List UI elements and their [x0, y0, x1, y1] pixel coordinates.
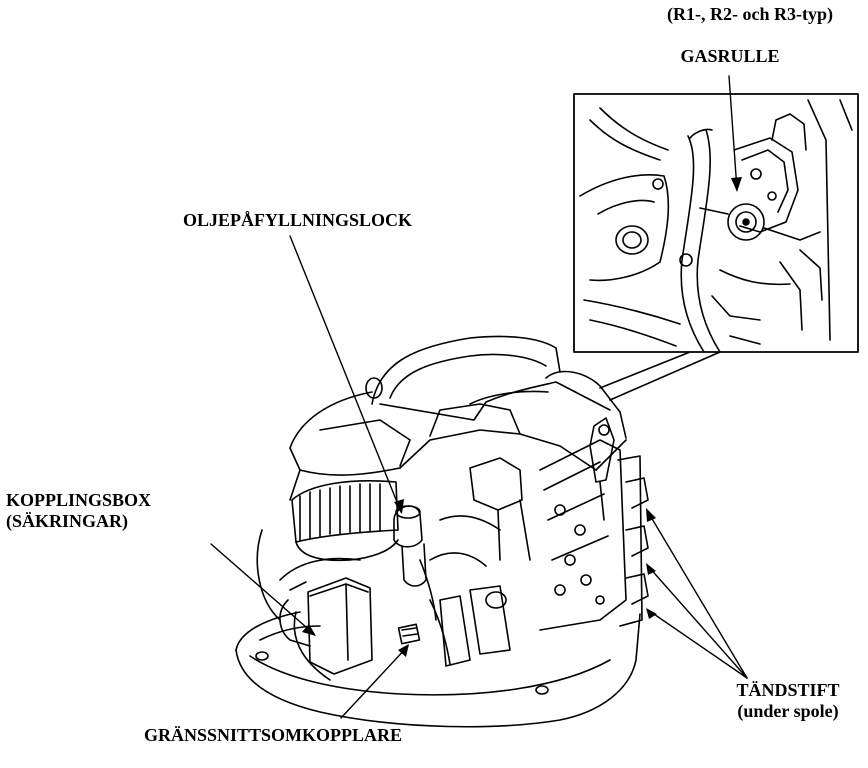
inset-connector-lines: [600, 352, 720, 400]
spark-plug-label-line1: TÄNDSTIFT: [718, 680, 858, 700]
junction-box-label-line2: (SÄKRINGAR): [6, 511, 128, 531]
engine-block: [420, 418, 648, 666]
leader-lines: [211, 76, 747, 718]
interface-switch-label: GRÄNSSNITTSOMKOPPLARE: [144, 725, 402, 745]
leader-interface-switch: [341, 646, 408, 718]
flywheel-assembly: [257, 481, 398, 620]
gasrulle-label: GASRULLE: [636, 46, 824, 66]
arrowheads: [302, 177, 742, 657]
oil-filler-cap: [394, 506, 426, 586]
interface-switch: [399, 624, 420, 643]
spark-plug-label-line2: (under spole): [718, 701, 858, 721]
oil-filler-cap-label: OLJEPÅFYLLNINGSLOCK: [183, 210, 412, 230]
bottom-cowling: [236, 612, 640, 727]
inset-detail-throttle: [574, 94, 858, 352]
leader-oil-cap: [290, 236, 401, 512]
type-note-label: (R1-, R2- och R3-typ): [636, 4, 864, 24]
leader-spark-plug-1: [648, 512, 747, 678]
leader-junction-box: [211, 544, 314, 634]
leader-spark-plug-3: [648, 610, 747, 678]
junction-box-label-line1: KOPPLINGSBOX: [6, 490, 151, 510]
leader-spark-plug-2: [648, 566, 747, 678]
